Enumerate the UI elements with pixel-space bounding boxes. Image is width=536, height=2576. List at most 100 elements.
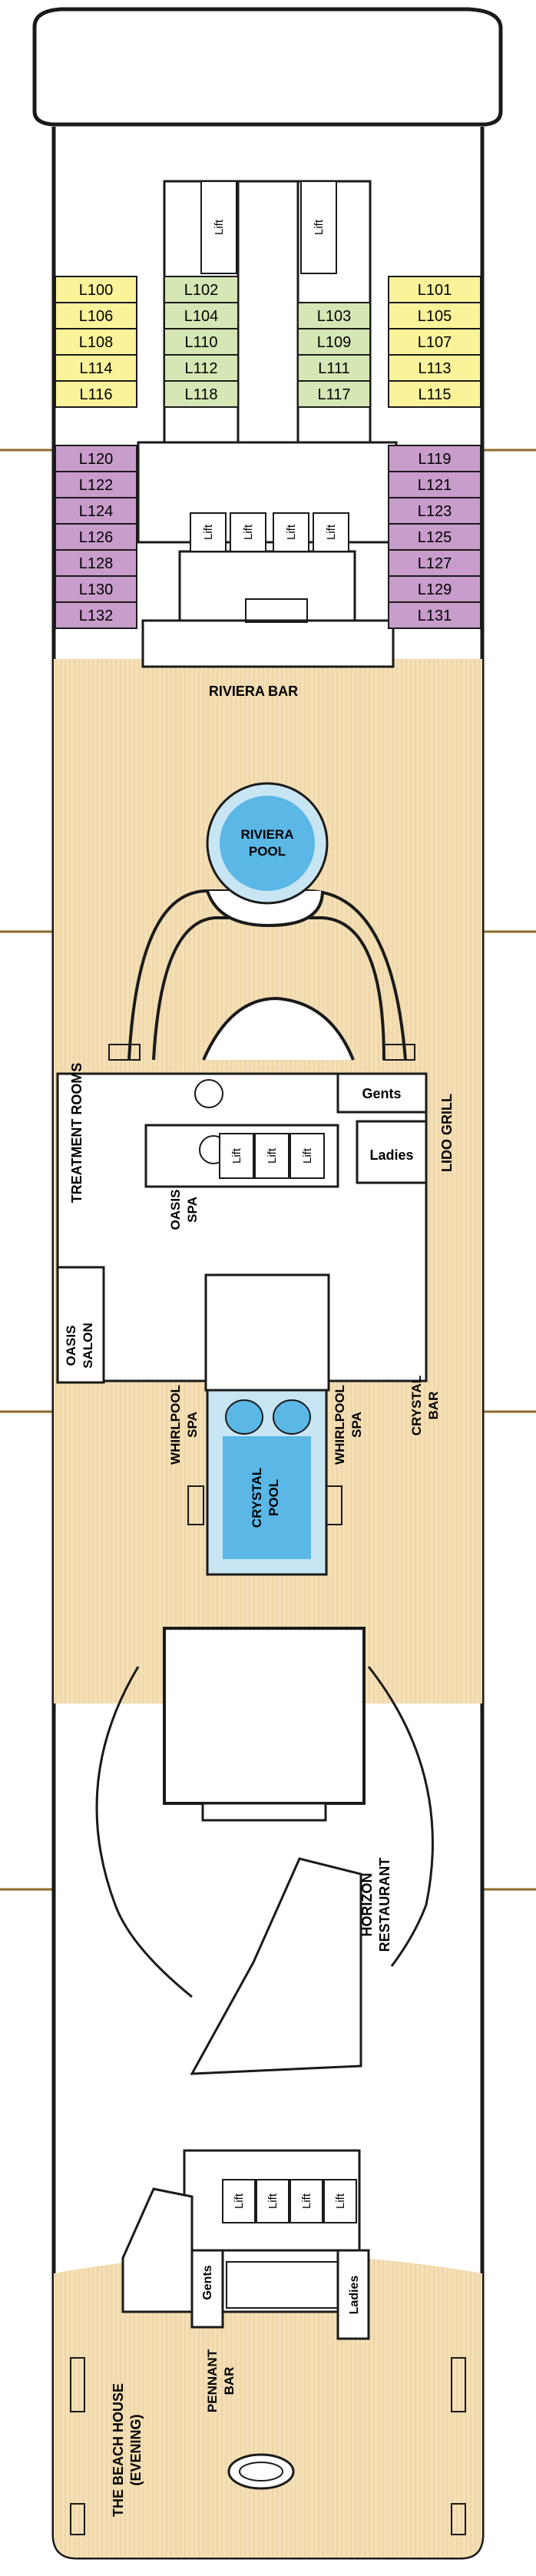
cabin-box <box>55 601 137 629</box>
cabin-l130: L130 <box>55 575 137 603</box>
cabin-l104: L104 <box>164 302 239 329</box>
cabin-box <box>388 575 481 603</box>
lift-box <box>230 512 266 552</box>
cabin-l122: L122 <box>55 471 137 498</box>
lift-box <box>254 1133 290 1179</box>
lift-box <box>273 512 309 552</box>
cabin-label: L112 <box>184 360 217 377</box>
cabin-l115: L115 <box>388 380 481 408</box>
ladies-label-forward: Ladies <box>369 1147 413 1163</box>
cabin-l114: L114 <box>55 354 137 382</box>
cabin-l124: L124 <box>55 497 137 525</box>
cabin-box <box>388 445 481 472</box>
lift: Lift <box>273 512 309 552</box>
cabin-label: L102 <box>184 282 219 299</box>
cabin-box <box>55 302 137 329</box>
lift-label: Lift <box>266 2193 280 2209</box>
cabin-l102: L102 <box>164 276 239 303</box>
oasis-salon-label-2: SALON <box>81 1323 95 1369</box>
cabin-label: L120 <box>79 451 114 468</box>
funnel-block <box>163 1627 366 1805</box>
cabin-label: L106 <box>79 308 114 325</box>
cabin-l103: L103 <box>297 302 371 329</box>
horizon-structure <box>95 1666 434 2075</box>
cabin-label: L107 <box>418 334 452 351</box>
cabin-box <box>164 354 239 382</box>
lift-label: Lift <box>202 524 215 540</box>
waterline-markers <box>0 449 536 1891</box>
bridge-wing <box>32 7 503 127</box>
cabin-l117: L117 <box>297 380 371 408</box>
spa-block <box>56 1072 428 1392</box>
lift: Lift <box>190 512 227 552</box>
lift-box <box>323 2179 357 2223</box>
lift: Lift <box>200 180 237 274</box>
cabin-l128: L128 <box>55 549 137 577</box>
cabin-label: L103 <box>317 308 352 325</box>
cabin-box <box>164 380 239 408</box>
cabin-l112: L112 <box>164 354 239 382</box>
cabin-box <box>164 302 239 329</box>
lift-label: Lift <box>233 2193 246 2209</box>
oasis-salon-label-1: OASIS <box>64 1326 78 1366</box>
cabin-l110: L110 <box>164 328 239 356</box>
cabin-label: L132 <box>79 608 114 624</box>
cabin-label: L125 <box>418 529 452 546</box>
lift-label: Lift <box>266 1147 279 1164</box>
stair-markers <box>70 598 466 2535</box>
cabin-label: L119 <box>418 451 451 468</box>
cabin-label: L116 <box>79 386 112 403</box>
whirlpool-spa-right-label-2: SPA <box>349 1412 364 1438</box>
riviera-pool-label-1: RIVIERA <box>241 827 294 842</box>
lift: Lift <box>222 2179 256 2223</box>
cabin-box <box>297 354 371 382</box>
cabin-label: L114 <box>79 360 112 377</box>
lift: Lift <box>256 2179 290 2223</box>
pennant-bar-counter <box>227 2453 295 2490</box>
cabin-label: L121 <box>418 477 452 494</box>
cabin-label: L130 <box>79 581 114 598</box>
whirlpool-spa-left-label-2: SPA <box>185 1412 200 1438</box>
pennant-bar-label-2: BAR <box>222 2367 237 2396</box>
lift-label: Lift <box>300 2193 313 2209</box>
riviera-bar-label: RIVIERA BAR <box>209 684 298 699</box>
cabin-l118: L118 <box>164 380 239 408</box>
whirlpool-spa-left-label-1: WHIRLPOOL <box>168 1385 183 1465</box>
cabin-box <box>388 549 481 577</box>
cabin-box <box>388 601 481 629</box>
lift-label: Lift <box>242 524 255 540</box>
cabin-box <box>388 354 481 382</box>
lift-box <box>256 2179 290 2223</box>
lift-label: Lift <box>213 219 226 235</box>
cabin-label: L109 <box>317 334 352 351</box>
ladies-label-aft: Ladies <box>348 2276 361 2315</box>
beach-house-label-1: THE BEACH HOUSE <box>111 2383 126 2517</box>
cabin-l120: L120 <box>55 445 137 472</box>
lift: Lift <box>290 2179 323 2223</box>
cabin-l126: L126 <box>55 523 137 551</box>
cabin-l111: L111 <box>297 354 371 382</box>
cabin-box <box>55 549 137 577</box>
horizon-restaurant-label-1: HORIZON <box>359 1873 375 1937</box>
riviera-pool <box>206 782 329 905</box>
riviera-structure <box>127 889 407 1061</box>
cabin-label: L110 <box>184 334 217 351</box>
crystal-bar-label-2: BAR <box>426 1392 441 1420</box>
cabin-l108: L108 <box>55 328 137 356</box>
cabin-box <box>55 497 137 525</box>
cabin-label: L111 <box>318 360 350 377</box>
cabin-label: L104 <box>184 308 219 325</box>
riviera-pool-label-2: POOL <box>249 844 286 859</box>
gents-label-aft: Gents <box>201 2265 214 2300</box>
cabin-box <box>388 380 481 408</box>
cabin-label: L131 <box>418 608 452 624</box>
lift-label: Lift <box>334 2193 347 2209</box>
cabin-box <box>388 523 481 551</box>
cabin-label: L126 <box>79 529 114 546</box>
cabin-box <box>55 354 137 382</box>
cabin-label: L100 <box>79 282 114 299</box>
cabin-box <box>55 445 137 472</box>
lido-grill-label: LIDO GRILL <box>439 1094 455 1172</box>
